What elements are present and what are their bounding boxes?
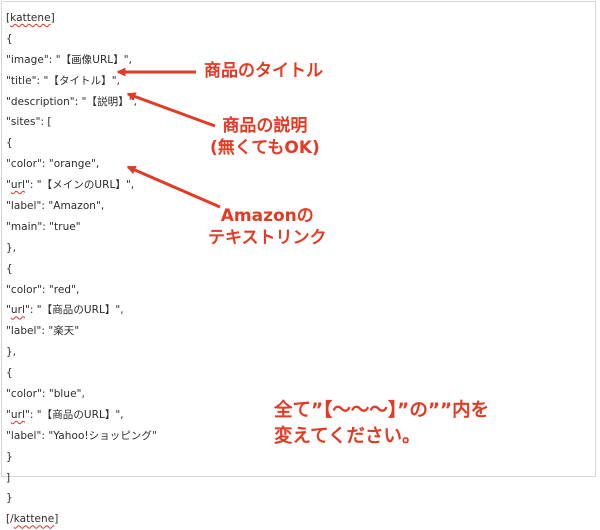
callout-amazon-line: テキストリンク [208,228,327,248]
callout-amazon-line: Amazonの [220,206,314,226]
code-text: { [6,137,13,150]
code-line: { [6,29,406,50]
misspelled-word: kattene [10,12,51,24]
code-line: }, [6,342,406,363]
code-text: { [6,32,13,45]
code-line: { [6,259,406,280]
code-line: "color": "red", [6,280,406,301]
code-text: } [6,492,13,505]
code-line: "label": "Amazon", [6,196,406,217]
code-line: [kattene] [6,8,406,29]
code-line: ] [6,468,406,489]
code-text: " [6,304,11,317]
code-line: "label": "楽天" [6,321,406,342]
code-line: { [6,363,406,384]
callout-description-line: (無くてもOK) [210,138,320,158]
code-text: ": "【商品のURL】", [24,304,124,317]
code-text: ] [6,471,11,484]
code-line: { [6,133,406,154]
callout-description-line: 商品の説明 [222,116,308,136]
code-text: }, [6,346,17,359]
code-text: "label": "Amazon", [6,200,105,213]
callout-amazon: Amazonの テキストリンク [208,205,327,249]
code-text: "sites": [ [6,116,52,129]
instruction-note: 全て”【〜〜〜】”の””内を 変えてください。 [274,398,489,450]
code-line: "url": "【商品のURL】", [6,300,406,321]
code-line: "color": "orange", [6,154,406,175]
code-text: [ [6,12,11,24]
code-line: }, [6,238,406,259]
misspelled-word: url [10,304,25,317]
code-line: "main": "true" [6,217,406,238]
code-text: " [6,179,11,192]
code-text: "title": "【タイトル】", [6,74,120,87]
code-text: "label": "Yahoo!ショッピング" [6,429,157,442]
code-text: [/ [6,513,14,526]
code-line: "url": "【メインのURL】", [6,175,406,196]
code-text: "color": "blue", [6,388,85,401]
code-line: } [6,488,406,509]
code-text: { [6,367,13,380]
code-line: "title": "【タイトル】", [6,71,406,92]
code-text: ] [50,12,55,24]
code-line: "url": "【商品のURL】", [6,405,406,426]
misspelled-word: kattene [13,513,55,526]
code-text: } [6,450,13,463]
editor-frame [1,1,596,477]
code-line: [/kattene] [6,509,406,530]
shortcode-text[interactable]: [kattene]{"image": "【画像URL】","title": "【… [6,8,406,530]
callout-title-line: 商品のタイトル [204,61,323,81]
code-text: "description": "【説明】", [6,95,138,108]
code-text: "color": "red", [6,283,80,296]
instruction-note-line: 全て”【〜〜〜】”の””内を [274,400,490,421]
code-line: "color": "blue", [6,384,406,405]
code-line: "sites": [ [6,112,406,133]
code-line: "image": "【画像URL】", [6,50,406,71]
misspelled-word: url [10,408,25,421]
code-text: ": "【メインのURL】", [24,179,135,192]
code-text: "label": "楽天" [6,325,80,338]
code-text: { [6,262,13,275]
code-text: "color": "orange", [6,158,100,171]
code-line: } [6,447,406,468]
code-text: "main": "true" [6,220,81,233]
instruction-note-line: 変えてください。 [274,426,421,447]
code-text: "image": "【画像URL】", [6,53,133,66]
code-text: ": "【商品のURL】", [24,408,124,421]
callout-description: 商品の説明 (無くてもOK) [210,115,320,159]
misspelled-word: url [10,179,25,192]
code-text: " [6,408,11,421]
code-line: "label": "Yahoo!ショッピング" [6,426,406,447]
code-line: "description": "【説明】", [6,92,406,113]
code-text: }, [6,241,17,254]
code-text: ] [54,513,59,526]
callout-title: 商品のタイトル [204,60,323,82]
